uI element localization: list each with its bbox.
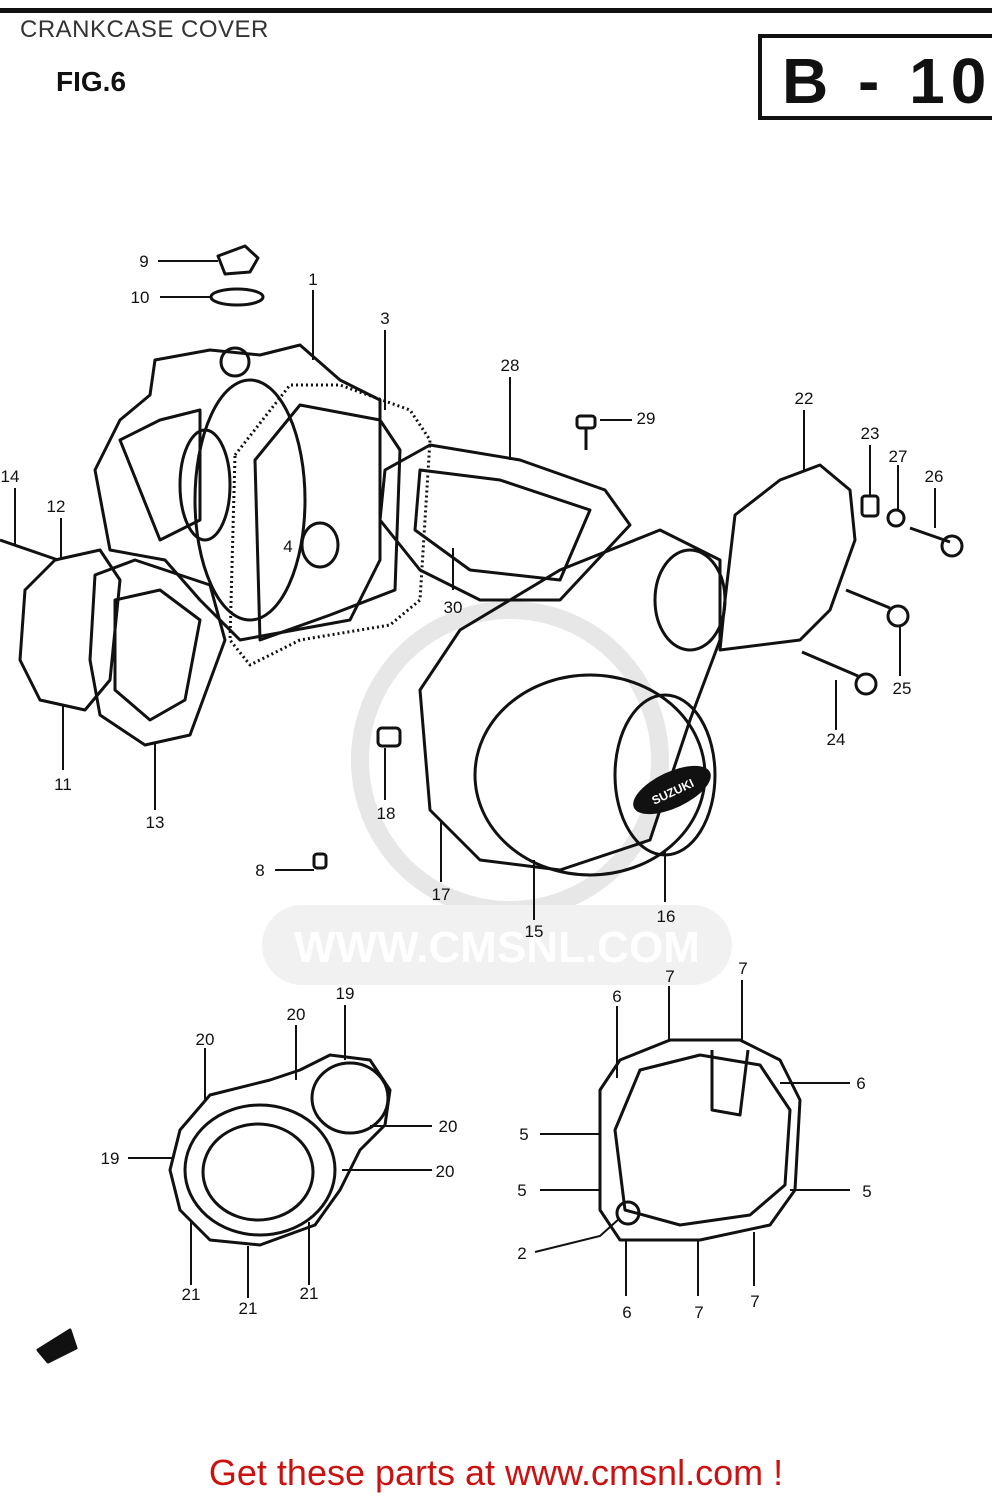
callout-20-right-upper: 20: [439, 1117, 458, 1136]
left-cover-assembly: [0, 538, 227, 747]
callout-25: 25: [893, 679, 912, 698]
callout-28: 28: [501, 356, 520, 375]
section-code: B - 10: [782, 45, 992, 117]
callout-21-center: 21: [239, 1299, 258, 1318]
callout-7-top-right: 7: [738, 959, 747, 978]
callout-24: 24: [827, 730, 846, 749]
suzuki-badge: SUZUKI: [633, 765, 711, 815]
callout-20-left: 20: [196, 1030, 215, 1049]
callout-16: 16: [657, 907, 676, 926]
callout-7-bottom-right: 7: [750, 1292, 759, 1311]
callout-26: 26: [925, 467, 944, 486]
callout-6-top: 6: [612, 987, 621, 1006]
callout-14: 14: [1, 467, 20, 486]
callout-21-right: 21: [300, 1284, 319, 1303]
callout-17: 17: [432, 885, 451, 904]
leader-lines: [14, 260, 936, 1298]
callout-6-right: 6: [856, 1074, 865, 1093]
callout-20-right-lower: 20: [436, 1162, 455, 1181]
callout-3: 3: [380, 309, 389, 328]
callout-30: 30: [444, 598, 463, 617]
callout-4: 4: [283, 537, 292, 556]
callout-8: 8: [255, 861, 264, 880]
watermark-text: WWW.CMSNL.COM: [294, 923, 700, 972]
generator-cover: [418, 528, 727, 877]
fasteners-right: [801, 494, 964, 696]
watermark-ring: [351, 601, 669, 919]
gasket: [228, 383, 432, 667]
callout-20-top: 20: [287, 1005, 306, 1024]
dowel-18: [376, 726, 402, 748]
callout-27: 27: [889, 447, 908, 466]
callout-5-right: 5: [862, 1182, 871, 1201]
callout-7-top-left: 7: [665, 967, 674, 986]
side-cover: [718, 463, 857, 652]
callout-19-left: 19: [101, 1149, 120, 1168]
callout-18: 18: [377, 804, 396, 823]
callout-22: 22: [795, 389, 814, 408]
callout-21-left: 21: [182, 1285, 201, 1304]
callout-23: 23: [861, 424, 880, 443]
screw-29: [575, 414, 597, 450]
callout-5-left-upper: 5: [519, 1125, 528, 1144]
lower-left-cover: [168, 1053, 392, 1247]
top-rule: [0, 8, 992, 13]
callout-numbers: 1 3 4 9 10 11 12 13 14 28 29 30 22 23 27…: [1, 252, 944, 1322]
callout-7-bottom-left: 7: [694, 1303, 703, 1322]
page-title: CRANKCASE COVER: [20, 16, 269, 43]
section-code-box: B - 10: [758, 34, 992, 120]
callout-2: 2: [517, 1244, 526, 1263]
figure-label: FIG.6: [56, 66, 127, 97]
callout-11: 11: [54, 775, 72, 794]
plug-8: [312, 852, 328, 870]
watermark: WWW.CMSNL.COM: [262, 601, 732, 985]
callout-10: 10: [131, 288, 150, 307]
callout-19-top: 19: [336, 984, 355, 1003]
oil-filler-cap: [209, 244, 265, 307]
callout-13: 13: [146, 813, 165, 832]
footer-link[interactable]: Get these parts at www.cmsnl.com !: [208, 1452, 784, 1493]
callout-6-bottom: 6: [622, 1303, 631, 1322]
callout-15: 15: [525, 922, 544, 941]
lower-right-cover: [598, 1038, 802, 1242]
starter-cover: [378, 443, 632, 602]
watermark-banner: [262, 905, 732, 985]
callout-1: 1: [308, 270, 317, 289]
callout-5-left-lower: 5: [517, 1181, 526, 1200]
callout-9: 9: [139, 252, 148, 271]
callout-29: 29: [637, 409, 656, 428]
crankcase-cover-body: [93, 343, 382, 642]
front-arrow-icon: [36, 1328, 78, 1364]
callout-12: 12: [47, 497, 66, 516]
